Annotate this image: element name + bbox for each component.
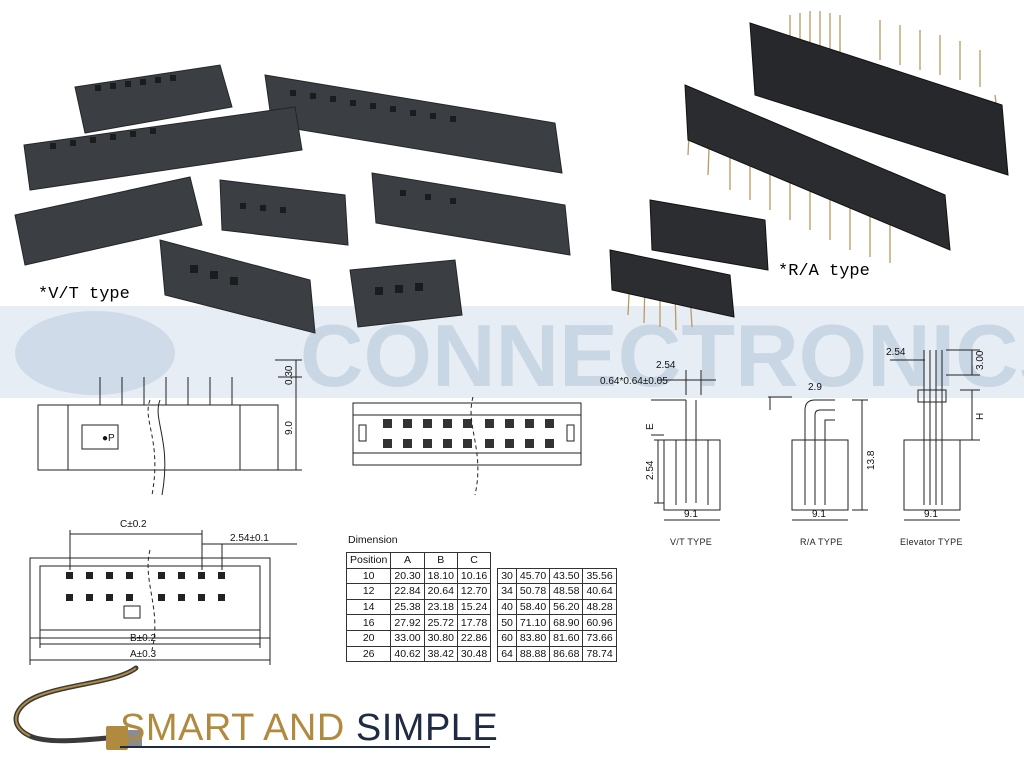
ra-height: 13.8: [866, 450, 877, 470]
table-cell: 20: [345, 629, 392, 647]
table-cell: 45.70: [515, 567, 551, 585]
table-header-cell: A: [390, 552, 425, 569]
vt-pin-size: 0.64*0.64±0.05: [600, 376, 668, 387]
dim-b: B±0.2: [130, 633, 156, 644]
table-cell: 40: [497, 598, 517, 616]
top-view-drawing: [352, 396, 582, 496]
table-cell: 27.92: [390, 614, 425, 631]
logo-underline: [120, 746, 490, 748]
logo-cable-icon: [13, 665, 142, 750]
table-cell: 58.40: [515, 598, 551, 616]
vt-connector-photo: [14, 64, 571, 334]
logo-text-smart: SMART AND: [120, 707, 356, 749]
elev-h: H: [975, 413, 986, 420]
watermark-text: CONNECTRONICS: [300, 306, 1024, 405]
table-cell: 12.70: [456, 583, 492, 600]
table-cell: 48.28: [582, 598, 617, 616]
elev-top: 3.00: [975, 350, 986, 370]
table-cell: 50.78: [515, 583, 551, 600]
table-cell: 71.10: [515, 614, 551, 631]
table-cell: 20.64: [423, 583, 458, 600]
table-cell: 23.18: [423, 598, 458, 616]
table-cell: 25.72: [423, 614, 458, 631]
elevator-type-drawing: 2.54 3.00 H 9.1 Elevator TYPE: [886, 347, 986, 547]
vt-type-drawing: 2.54 0.64*0.64±0.05 E 2.54 9.1 V/T TYPE: [600, 360, 721, 547]
table-cell: 56.20: [549, 598, 584, 616]
table-cell: 38.42: [423, 645, 458, 663]
table-cell: 78.74: [582, 645, 617, 663]
ra-type-caption: R/A TYPE: [800, 537, 843, 547]
table-cell: 20.30: [390, 567, 425, 585]
elev-type-caption: Elevator TYPE: [900, 537, 963, 547]
table-cell: 22.86: [456, 629, 492, 647]
table-cell: 35.56: [582, 567, 617, 585]
vt-e: E: [645, 423, 656, 430]
table-cell: 88.88: [515, 645, 551, 663]
table-cell: 25.38: [390, 598, 425, 616]
table-cell: 60.96: [582, 614, 617, 631]
table-cell: 26: [345, 645, 392, 663]
table-cell: 12: [345, 583, 392, 600]
table-header-cell: Position: [345, 552, 392, 569]
table-cell: 30.48: [456, 645, 492, 663]
table-cell: 16: [345, 614, 392, 631]
ra-type-drawing: 2.9 13.8 9.1 R/A TYPE: [768, 382, 877, 547]
table-cell: 10: [345, 567, 392, 585]
table-cell: 48.58: [549, 583, 584, 600]
ra-connector-photo: [609, 11, 1009, 330]
table-cell: 10.16: [456, 567, 492, 585]
table-cell: 30.80: [423, 629, 458, 647]
table-cell: 40.64: [582, 583, 617, 600]
watermark: CONNECTRONICS: [0, 306, 1024, 405]
side-view-pin-top: 0.30: [284, 365, 295, 385]
logo-text: SMART AND SIMPLE: [120, 707, 498, 750]
table-cell: 86.68: [549, 645, 584, 663]
table-cell: 50: [497, 614, 517, 631]
table-cell: 73.66: [582, 629, 617, 647]
ra-width: 9.1: [812, 509, 826, 520]
table-cell: 30: [497, 567, 517, 585]
logo-text-simple: SIMPLE: [355, 707, 499, 749]
vt-type-caption: V/T TYPE: [670, 537, 712, 547]
vt-pitch: 2.54: [656, 360, 676, 371]
table-cell: 64: [497, 645, 517, 663]
table-cell: 18.10: [423, 567, 458, 585]
table-cell: 43.50: [549, 567, 584, 585]
table-cell: 14: [345, 598, 392, 616]
vt-height: 2.54: [645, 460, 656, 480]
table-cell: 40.62: [390, 645, 425, 663]
elev-pitch: 2.54: [886, 347, 906, 358]
vt-width: 9.1: [684, 509, 698, 520]
vt-type-label: *V/T type: [38, 285, 130, 304]
side-view-drawing: ●P 9.0 0.30: [37, 359, 302, 496]
side-view-mark: ●P: [102, 433, 115, 444]
table-cell: 60: [497, 629, 517, 647]
ra-type-label: *R/A type: [778, 262, 870, 281]
table-cell: 17.78: [456, 614, 492, 631]
bottom-dimension-drawing: C±0.2 2.54±0.1 B±0.2 A±0.3: [29, 519, 297, 665]
table-cell: 22.84: [390, 583, 425, 600]
side-view-height: 9.0: [284, 421, 295, 435]
table-cell: 34: [497, 583, 517, 600]
dim-pitch: 2.54±0.1: [230, 533, 269, 544]
table-cell: 68.90: [549, 614, 584, 631]
table-cell: 83.80: [515, 629, 551, 647]
table-cell: 81.60: [549, 629, 584, 647]
dim-a: A±0.3: [130, 649, 156, 660]
table-header-cell: C: [456, 552, 492, 569]
table-cell: 15.24: [456, 598, 492, 616]
elev-width: 9.1: [924, 509, 938, 520]
table-cell: 33.00: [390, 629, 425, 647]
dim-c: C±0.2: [120, 519, 147, 530]
ra-offset: 2.9: [808, 382, 822, 393]
table-header-cell: B: [423, 552, 458, 569]
table-title: Dimension: [348, 534, 398, 546]
